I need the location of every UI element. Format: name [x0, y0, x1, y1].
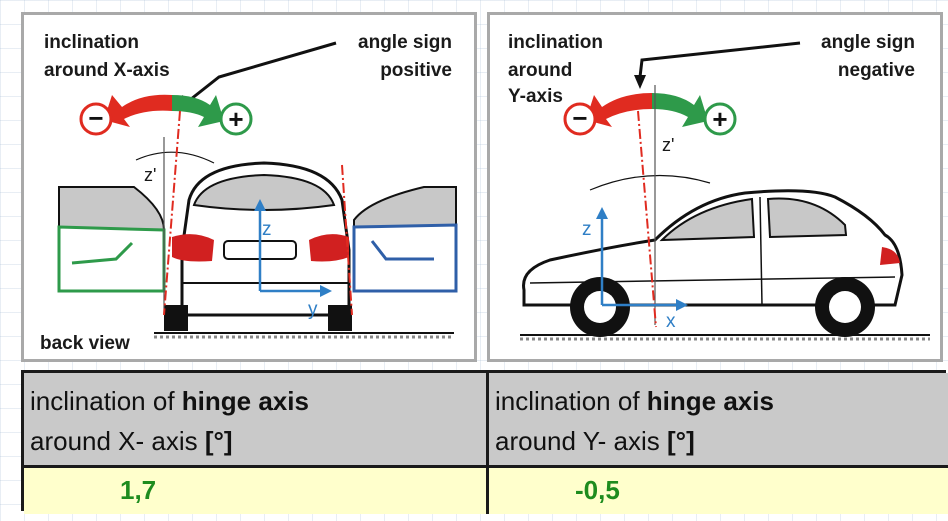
back-view-diagram: inclination around X-axis angle sign pos… — [40, 32, 458, 354]
rear-wheel-rim — [829, 291, 861, 323]
header-y-axis: inclination of hinge axis around Y- axis… — [486, 373, 948, 465]
angle-arc — [135, 151, 215, 164]
left-tail-light — [172, 234, 214, 262]
y-axis-label: y — [308, 299, 318, 320]
header-x-unit: [°] — [204, 426, 233, 456]
right-door-window — [353, 186, 457, 229]
z-prime-label: z' — [144, 165, 156, 185]
header-y-line2: around Y- axis — [495, 426, 668, 456]
header-y-prefix: inclination of — [495, 386, 647, 416]
left-door-window — [58, 186, 166, 232]
y-axis-arrowhead — [320, 285, 332, 297]
minus-symbol: − — [88, 103, 103, 133]
title-line1: inclination — [44, 32, 139, 53]
value-y-axis: -0,5 — [486, 465, 948, 514]
z-axis-label: z — [582, 219, 592, 240]
angle-sign-line1: angle sign — [358, 32, 452, 53]
title-line2: around — [508, 60, 572, 81]
front-window — [659, 197, 756, 242]
value-x-axis: 1,7 — [24, 465, 486, 514]
inclined-hinge-axis — [637, 110, 657, 328]
inclined-hinge-axis — [163, 110, 181, 316]
angle-arc — [589, 174, 711, 191]
header-x-line2: around X- axis — [30, 426, 205, 456]
title-line1: inclination — [508, 32, 603, 53]
negative-rotation-arrow — [104, 94, 172, 127]
title-line3: Y-axis — [508, 86, 563, 107]
angle-sign-line2: positive — [380, 60, 452, 81]
side-view-diagram: inclination around Y-axis angle sign neg… — [508, 32, 930, 341]
plus-symbol: + — [712, 104, 727, 134]
positive-rotation-arrow — [652, 93, 708, 127]
angle-sign-line1: angle sign — [821, 32, 915, 53]
front-wheel-rim — [584, 291, 616, 323]
minus-circle-icon — [79, 102, 113, 136]
z-axis-arrowhead — [596, 207, 608, 219]
z-axis-label: z — [262, 219, 272, 240]
header-x-bold: hinge axis — [181, 386, 309, 416]
right-tire — [328, 305, 352, 331]
back-view-panel: inclination around X-axis angle sign pos… — [21, 12, 477, 362]
z-axis-arrowhead — [254, 199, 266, 211]
x-axis-label: x — [666, 311, 676, 332]
rear-window — [766, 197, 848, 239]
view-label: back view — [40, 333, 130, 354]
header-x-axis: inclination of hinge axis around X- axis… — [24, 373, 486, 465]
minus-circle-icon — [563, 102, 597, 136]
pointer-line — [638, 41, 801, 78]
side-view-panel: inclination around Y-axis angle sign neg… — [487, 12, 943, 362]
right-hinge-axis — [341, 164, 353, 316]
header-y-bold: hinge axis — [646, 386, 774, 416]
left-door-handle — [71, 241, 134, 265]
header-y-unit: [°] — [667, 426, 695, 456]
header-x-prefix: inclination of — [30, 386, 182, 416]
plus-symbol: + — [228, 104, 243, 134]
door-line — [759, 196, 763, 306]
negative-rotation-arrow — [586, 93, 652, 127]
plus-circle-icon — [703, 102, 737, 136]
positive-rotation-arrow — [172, 95, 224, 127]
pointer-line — [185, 41, 337, 105]
x-axis-arrowhead — [676, 299, 688, 311]
right-door-handle — [370, 240, 434, 261]
pointer-arrowhead — [634, 75, 646, 89]
minus-symbol: − — [572, 103, 587, 133]
left-tire — [164, 305, 188, 331]
angle-sign-line2: negative — [838, 60, 915, 81]
right-tail-light — [309, 234, 349, 262]
plus-circle-icon — [219, 102, 253, 136]
z-prime-label: z' — [662, 135, 674, 155]
title-line2: around X-axis — [44, 60, 170, 81]
tail-light — [880, 247, 900, 265]
hinge-inclination-table: inclination of hinge axis around X- axis… — [21, 370, 948, 514]
